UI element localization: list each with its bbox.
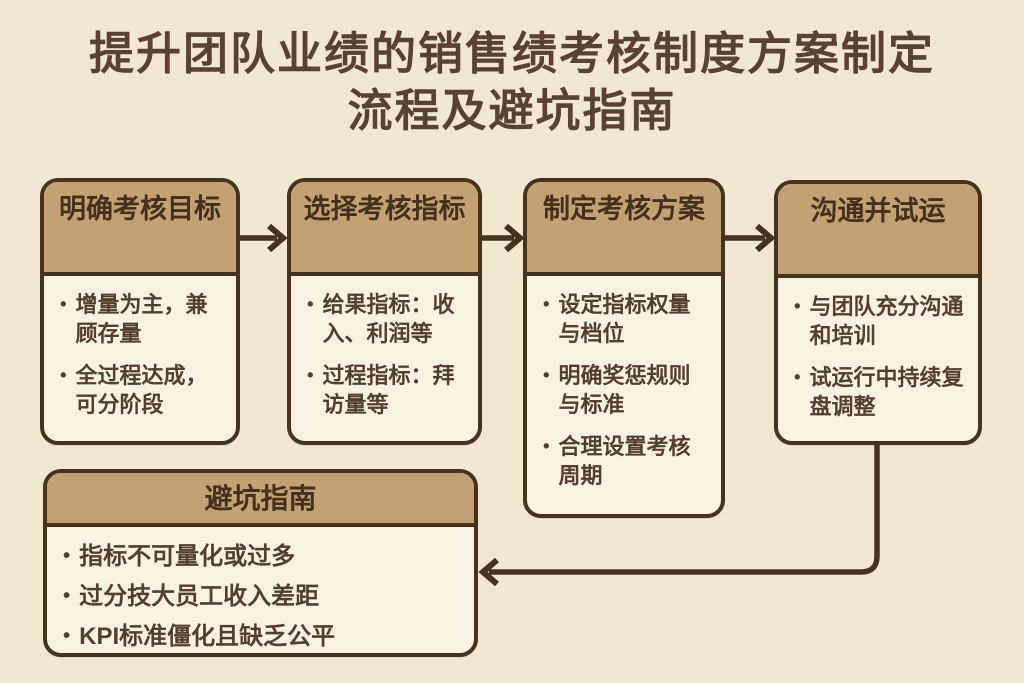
list-item: • 试运行中持续复盘调整 bbox=[794, 363, 964, 421]
list-item: • 指标不可量化或过多 bbox=[63, 541, 460, 572]
arrow-step2-to-step3-icon bbox=[479, 223, 525, 253]
step-box-define-goals: 明确考核目标 • 增量为主，兼顾存量 • 全过程达成，可分阶段 bbox=[40, 178, 240, 445]
bullet-text: KPI标准僵化且缺乏公平 bbox=[79, 623, 336, 651]
list-item: • 过分技大员工收入差距 bbox=[63, 581, 460, 612]
step-box-draft-plan-header: 制定考核方案 bbox=[527, 182, 721, 276]
step-box-select-metrics-header: 选择考核指标 bbox=[291, 182, 478, 276]
list-item: • 合理设置考核周期 bbox=[543, 432, 707, 490]
bullet-icon: • bbox=[543, 435, 550, 457]
pitfall-guide-body: • 指标不可量化或过多 • 过分技大员工收入差距 • KPI标准僵化且缺乏公平 bbox=[47, 527, 474, 653]
step-box-communicate-pilot-body: • 与团队充分沟通和培训 • 试运行中持续复盘调整 bbox=[778, 278, 978, 441]
bullet-text: 过程指标：拜访量等 bbox=[322, 363, 455, 418]
list-item: • 明确奖惩规则与标准 bbox=[543, 361, 707, 419]
bullet-icon: • bbox=[63, 585, 71, 608]
bullet-text: 合理设置考核周期 bbox=[558, 434, 691, 489]
list-item: • 给果指标：收入、利润等 bbox=[307, 290, 464, 348]
step-box-select-metrics-body: • 给果指标：收入、利润等 • 过程指标：拜访量等 bbox=[291, 276, 478, 441]
bullet-icon: • bbox=[543, 293, 550, 314]
step-box-communicate-pilot-header: 沟通并试运 bbox=[778, 184, 978, 278]
page-title-line-1: 提升团队业绩的销售绩考核制度方案制定 bbox=[88, 28, 935, 79]
page-title: 提升团队业绩的销售绩考核制度方案制定 流程及避坑指南 bbox=[0, 26, 1024, 139]
bullet-text: 增量为主，兼顾存量 bbox=[75, 292, 208, 347]
step-box-draft-plan-body: • 设定指标权量与档位 • 明确奖惩规则与标准 • 合理设置考核周期 bbox=[527, 276, 721, 513]
step-box-draft-plan: 制定考核方案 • 设定指标权量与档位 • 明确奖惩规则与标准 • 合理设置考核周… bbox=[523, 178, 725, 518]
bullet-text: 试运行中持续复盘调整 bbox=[809, 365, 964, 420]
list-item: • 增量为主，兼顾存量 bbox=[60, 290, 222, 348]
bullet-text: 指标不可量化或过多 bbox=[79, 543, 296, 570]
bullet-icon: • bbox=[60, 364, 67, 386]
step-box-define-goals-body: • 增量为主，兼顾存量 • 全过程达成，可分阶段 bbox=[44, 276, 236, 441]
bullet-text: 设定指标权量与档位 bbox=[558, 292, 691, 347]
bullet-icon: • bbox=[307, 364, 314, 386]
bullet-icon: • bbox=[307, 293, 314, 314]
page-title-line-2: 流程及避坑指南 bbox=[347, 84, 677, 136]
arrow-step3-to-step4-icon bbox=[722, 223, 776, 253]
step-box-select-metrics: 选择考核指标 • 给果指标：收入、利润等 • 过程指标：拜访量等 bbox=[287, 178, 482, 445]
bullet-icon: • bbox=[794, 366, 801, 388]
bullet-text: 与团队充分沟通和培训 bbox=[809, 294, 964, 349]
list-item: • 过程指标：拜访量等 bbox=[307, 361, 464, 419]
list-item: • 与团队充分沟通和培训 bbox=[794, 292, 964, 350]
list-item: • KPI标准僵化且缺乏公平 bbox=[63, 621, 460, 652]
bullet-icon: • bbox=[63, 625, 71, 648]
step-box-define-goals-header: 明确考核目标 bbox=[44, 182, 236, 276]
list-item: • 全过程达成，可分阶段 bbox=[60, 361, 222, 419]
pitfall-guide-box: 避坑指南 • 指标不可量化或过多 • 过分技大员工收入差距 • KPI标准僵化且… bbox=[43, 469, 478, 657]
arrow-step1-to-step2-icon bbox=[238, 223, 288, 253]
bullet-icon: • bbox=[63, 545, 71, 567]
bullet-text: 给果指标：收入、利润等 bbox=[322, 292, 455, 347]
pitfall-guide-header: 避坑指南 bbox=[47, 473, 474, 527]
bullet-text: 全过程达成，可分阶段 bbox=[75, 363, 208, 418]
bullet-text: 明确奖惩规则与标准 bbox=[558, 363, 691, 418]
step-box-communicate-pilot: 沟通并试运 • 与团队充分沟通和培训 • 试运行中持续复盘调整 bbox=[774, 180, 982, 445]
bullet-icon: • bbox=[543, 364, 550, 386]
bullet-icon: • bbox=[60, 293, 67, 314]
list-item: • 设定指标权量与档位 bbox=[543, 290, 707, 348]
bullet-text: 过分技大员工收入差距 bbox=[79, 583, 320, 611]
bullet-icon: • bbox=[794, 295, 801, 316]
